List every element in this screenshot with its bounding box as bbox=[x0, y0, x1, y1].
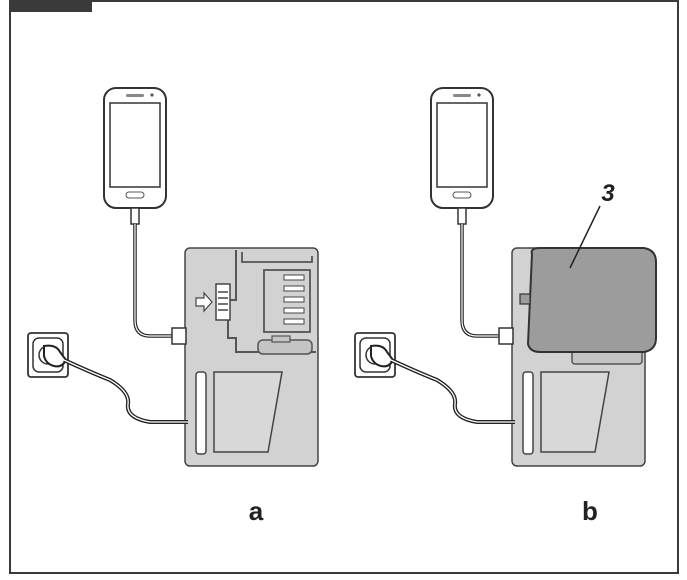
panel-a: a bbox=[27, 87, 319, 526]
smartphone-icon bbox=[103, 87, 167, 225]
usb-cable bbox=[460, 224, 502, 338]
panel-b-label: b bbox=[582, 496, 598, 526]
insert-arrow-icon bbox=[195, 291, 213, 313]
figure-corner-tab bbox=[10, 0, 92, 12]
battery-charger-icon bbox=[171, 247, 319, 467]
power-cable bbox=[63, 358, 188, 424]
battery-callout-leader bbox=[569, 205, 601, 269]
battery-pack-icon bbox=[519, 247, 657, 353]
power-plug-icon bbox=[43, 344, 68, 368]
figure-frame bbox=[9, 0, 679, 574]
smartphone-icon bbox=[430, 87, 494, 225]
power-cable bbox=[390, 358, 515, 424]
panel-b: 3 b bbox=[354, 87, 657, 526]
power-plug-icon bbox=[370, 344, 395, 368]
battery-callout-label: 3 bbox=[601, 180, 615, 207]
panel-a-label: a bbox=[249, 496, 264, 526]
usb-cable bbox=[133, 224, 178, 338]
